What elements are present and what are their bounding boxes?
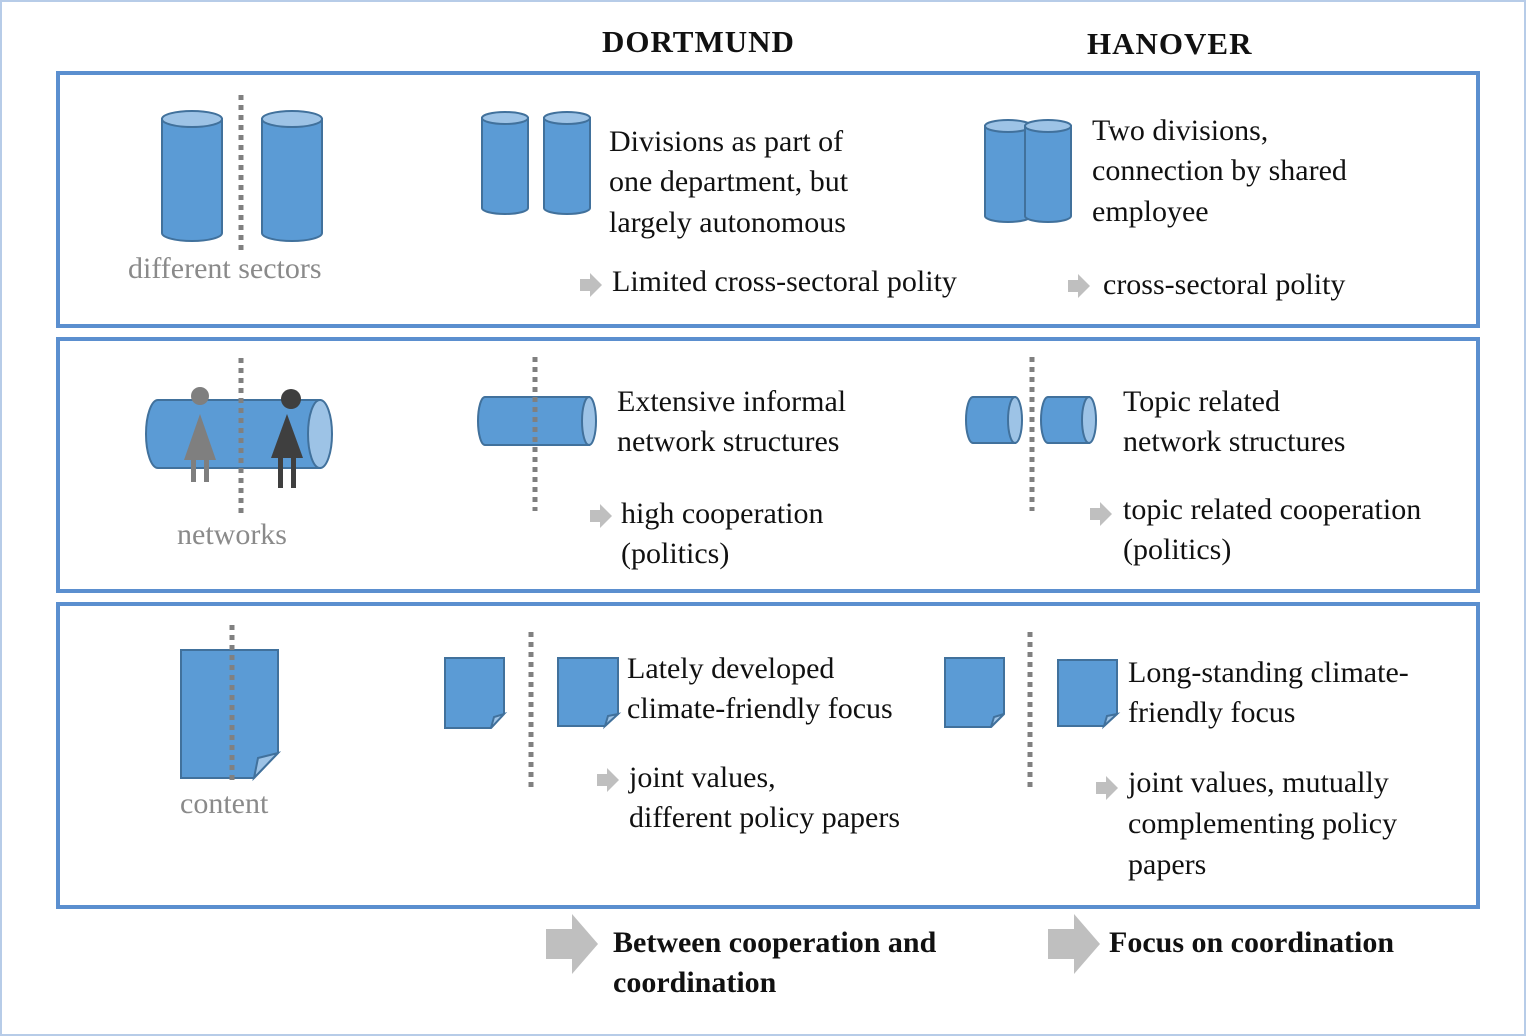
arrow-icon (597, 768, 619, 792)
hanover-documents-icon (944, 632, 1121, 788)
hanover-content-result-2: complementing policy (1128, 807, 1398, 840)
hanover-sectors-desc-3: employee (1092, 195, 1209, 228)
big-arrow-icon (1048, 914, 1100, 974)
row-label-networks: networks (177, 518, 287, 551)
dortmund-documents-icon (444, 632, 622, 788)
sectors-cylinders-icon (161, 95, 323, 253)
panel-content (56, 602, 1480, 909)
hanover-networks-result-2: (politics) (1123, 533, 1232, 566)
row-label-content: content (180, 787, 269, 820)
panel-sectors (56, 71, 1480, 328)
hanover-divisions-icon (984, 119, 1072, 223)
hanover-networks-desc-2: network structures (1123, 425, 1346, 458)
dortmund-content-desc-1: Lately developed (627, 652, 835, 685)
dortmund-conclusion-1: Between cooperation and (613, 926, 937, 959)
hanover-content-desc-2: friendly focus (1128, 696, 1296, 729)
dortmund-sectors-result: Limited cross-sectoral polity (612, 265, 957, 298)
hanover-sectors-desc-1: Two divisions, (1092, 114, 1269, 147)
hanover-content-result-3: papers (1128, 848, 1207, 881)
big-arrow-icon (546, 914, 598, 974)
dortmund-content-desc-2: climate-friendly focus (627, 692, 893, 725)
arrow-icon (1090, 502, 1112, 526)
dortmund-networks-desc-1: Extensive informal (617, 385, 847, 418)
dortmund-sectors-desc-2: one department, but (609, 165, 849, 198)
dortmund-conclusion-2: coordination (613, 966, 777, 999)
arrow-icon (1068, 274, 1090, 298)
row-label-sectors: different sectors (128, 252, 322, 285)
header-hanover: HANOVER (1087, 26, 1253, 61)
arrow-icon (580, 273, 602, 297)
hanover-sectors-desc-2: connection by shared (1092, 154, 1347, 187)
dortmund-sectors-desc-3: largely autonomous (609, 206, 846, 239)
dortmund-sectors-desc-1: Divisions as part of (609, 125, 844, 158)
arrow-icon (590, 504, 612, 528)
hanover-sectors-result: cross-sectoral polity (1103, 268, 1346, 301)
dortmund-divisions-icon (481, 111, 591, 215)
dortmund-content-result-2: different policy papers (629, 801, 901, 834)
hanover-network-icon (965, 357, 1097, 511)
dortmund-networks-result-1: high cooperation (621, 497, 824, 530)
hanover-content-result-1: joint values, mutually (1128, 766, 1389, 799)
panel-networks (56, 337, 1480, 593)
dortmund-network-icon (477, 357, 597, 511)
hanover-networks-desc-1: Topic related (1123, 385, 1280, 418)
arrow-icon (1096, 776, 1118, 800)
dortmund-content-result-1: joint values, (629, 761, 776, 794)
dortmund-networks-desc-2: network structures (617, 425, 840, 458)
dortmund-networks-result-2: (politics) (621, 537, 730, 570)
networks-people-icon (145, 358, 333, 514)
hanover-networks-result-1: topic related cooperation (1123, 493, 1422, 526)
header-dortmund: DORTMUND (602, 24, 795, 59)
hanover-content-desc-1: Long-standing climate- (1128, 656, 1409, 689)
content-document-icon (180, 625, 282, 782)
hanover-conclusion: Focus on coordination (1109, 926, 1395, 959)
